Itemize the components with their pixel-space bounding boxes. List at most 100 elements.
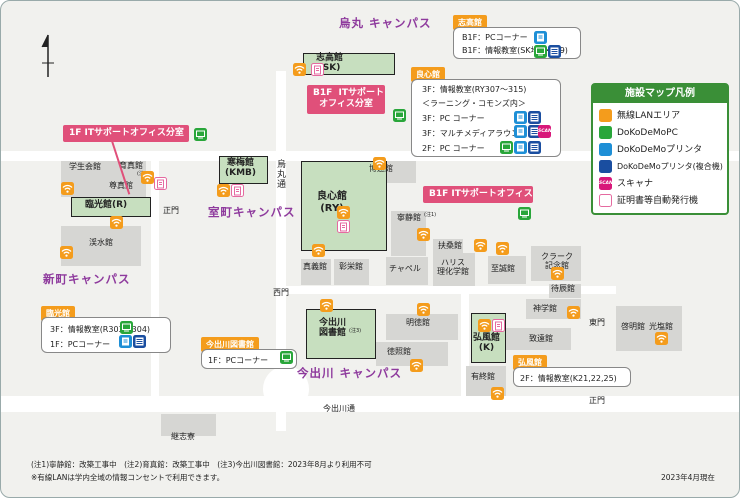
superscript-neiseikan: (注1) — [424, 212, 437, 218]
campus-label-imadegawa: 今出川 キャンパス — [297, 366, 403, 380]
label-koufukan: 弘風館 (K) — [473, 333, 501, 354]
info-library-line1: 1F：PCコーナー — [208, 356, 269, 365]
pc-icon — [500, 141, 513, 154]
note-line1: (注1)寧静館：改築工事中 (注2)育真館：改築工事中 (注3)今出川図書館：2… — [31, 460, 372, 469]
label-kisokan: 継志寮 — [171, 432, 195, 441]
printer-icon — [514, 111, 527, 124]
info-ryoshinkan-line5: 2F：PC コーナー — [422, 144, 485, 153]
it-office-rinkokan[interactable]: 1F ITサポートオフィス分室 — [63, 125, 189, 143]
pc-icon — [280, 351, 293, 364]
label-ryoshinkan: 良心館 (RY) — [317, 191, 347, 214]
superscript-library: (注3) — [349, 328, 362, 334]
printer-icon — [599, 143, 612, 156]
legend-item-pc: DoKoDeMoPC — [599, 126, 678, 139]
building-shiseikan — [488, 256, 526, 284]
multifunction-printer-icon — [528, 141, 541, 154]
label-shinyokan: 真義館 — [303, 262, 327, 271]
building-kanbaikan[interactable] — [219, 156, 268, 184]
label-sonshinkan: 尊真館 — [109, 181, 133, 190]
printer-icon — [534, 31, 547, 44]
wifi-icon — [567, 306, 580, 319]
legend: 施設マップ凡例 無線LANエリア DoKoDeMoPC DoKoDeMoプリンタ… — [591, 83, 729, 215]
building-kisokan — [161, 414, 216, 436]
building-imadegawa-library[interactable] — [306, 309, 376, 359]
building-meitokukan — [386, 314, 458, 340]
wifi-icon — [141, 171, 154, 184]
legend-label-mfp: DoKoDeMoプリンタ(複合機) — [617, 162, 723, 171]
building-jishokan — [549, 284, 581, 298]
legend-label-scanner: スキャナ — [617, 179, 654, 189]
label-fusoukan: 扶桑館 — [438, 241, 462, 250]
legend-label-certificate: 証明書等自動発行機 — [617, 196, 699, 206]
wifi-icon — [110, 216, 123, 229]
info-shikokan-line1: B1F：PCコーナー — [462, 33, 528, 42]
info-ryoshinkan-line3: 3F：PC コーナー — [422, 114, 485, 123]
multifunction-printer-icon — [599, 160, 612, 173]
label-kenjinkan: 啓明館 — [621, 322, 645, 331]
certificate-machine-icon — [154, 177, 167, 190]
it-office-ryoshinkan[interactable]: B1F ITサポートオフィス — [423, 186, 533, 204]
wifi-icon — [293, 63, 306, 76]
info-ryoshinkan-line2: ＜ラーニング・コモンズ内＞ — [422, 99, 526, 108]
multifunction-printer-icon — [133, 335, 146, 348]
info-koufukan: 2F：情報教室(K21,22,25) — [513, 367, 631, 387]
label-chihokan: 致遠館 — [529, 334, 553, 343]
info-rinkokan: 3F：情報教室(R303・304) 1F：PCコーナー — [41, 317, 171, 353]
note-line2: ※有線LANは学内全域の情報コンセントで利用できます。 — [31, 473, 225, 482]
street-imadegawa: 今出川通 — [323, 404, 355, 413]
info-ryoshinkan-line4: 3F：マルチメディアラウンジ — [422, 129, 528, 138]
tag-library: 今出川図書館 — [201, 337, 259, 352]
label-yushukan: 有終館 — [471, 372, 495, 381]
info-shikokan-line2: B1F：情報教室(SK地1・地9) — [462, 46, 568, 55]
pc-icon — [599, 126, 612, 139]
legend-title: 施設マップ凡例 — [593, 85, 727, 103]
it-office-shikokan[interactable]: B1F ITサポート オフィス分室 — [307, 85, 385, 114]
wifi-icon — [417, 303, 430, 316]
road-campus-path — [461, 294, 469, 396]
wifi-icon — [551, 267, 564, 280]
printer-icon — [514, 141, 527, 154]
certificate-machine-icon — [311, 63, 324, 76]
info-koufukan-line1: 2F：情報教室(K21,22,25) — [520, 374, 617, 383]
pc-icon — [120, 321, 133, 334]
wifi-icon — [373, 157, 386, 170]
building-shinyokan — [301, 259, 331, 285]
label-kanbaikan: 寒梅館 (KMB) — [225, 158, 257, 179]
label-rinkokan: 臨光館(R) — [85, 200, 128, 210]
intersection — [263, 366, 309, 412]
multifunction-printer-icon — [528, 125, 541, 138]
legend-item-mfp: DoKoDeMoプリンタ(複合機) — [599, 160, 723, 173]
legend-item-certificate: 証明書等自動発行機 — [599, 194, 698, 207]
label-neiseikan: 寧静館 — [397, 213, 421, 222]
legend-label-printer: DoKoDeMoプリンタ — [617, 145, 703, 155]
wifi-icon — [474, 239, 487, 252]
building-chihokan — [506, 328, 571, 350]
info-shikokan: B1F：PCコーナー B1F：情報教室(SK地1・地9) — [453, 27, 581, 59]
certificate-machine-icon — [337, 220, 350, 233]
building-harris — [433, 253, 475, 286]
legend-label-wifi: 無線LANエリア — [617, 111, 681, 121]
label-keishinkan: 渓水館 — [89, 238, 113, 247]
label-harris: ハリス 理化学館 — [437, 258, 469, 276]
gate-main-left: 正門 — [163, 206, 179, 215]
campus-label-shinmachi: 新町キャンパス — [43, 272, 131, 286]
building-gakuseikaikan — [61, 161, 146, 197]
wifi-icon — [491, 387, 504, 400]
road-campus-inner — [286, 286, 616, 294]
label-meitokukan: 明徳館 — [406, 318, 430, 327]
building-keishinkan — [61, 226, 141, 266]
info-ryoshinkan-line1: 3F：情報教室(RY307〜315) — [422, 85, 527, 94]
tag-ryoshinkan: 良心館 — [411, 67, 445, 82]
gate-east: 東門 — [589, 318, 605, 327]
building-seisokan — [334, 259, 369, 285]
label-hokokan: 徳照館 — [387, 347, 411, 356]
label-ikushinkan: 育真館 — [119, 161, 143, 170]
label-jishokan: 待辰館 — [551, 284, 575, 293]
info-rinkokan-line2: 1F：PCコーナー — [50, 340, 111, 349]
wifi-icon — [320, 299, 333, 312]
multifunction-printer-icon — [548, 45, 561, 58]
label-shiseikan: 至誠館 — [491, 264, 515, 273]
label-shingakukan: 神学館 — [533, 304, 557, 313]
wifi-icon — [655, 332, 668, 345]
